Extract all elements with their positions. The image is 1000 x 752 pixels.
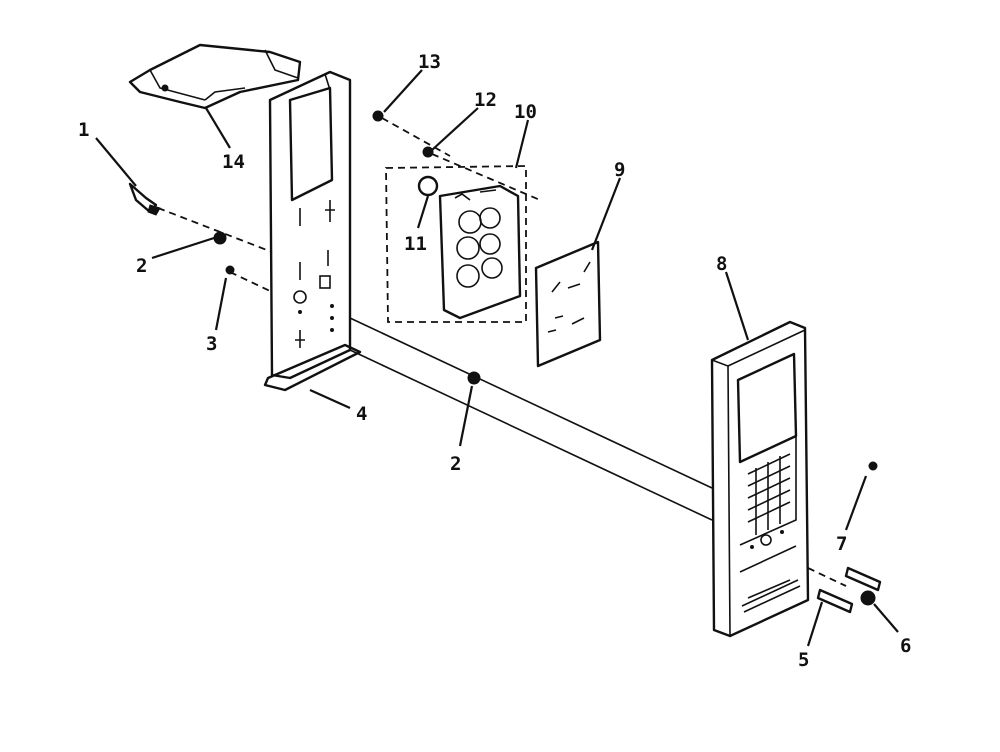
callout-6: 6 [900, 635, 911, 657]
callout-4: 4 [356, 403, 367, 425]
callout-5: 5 [798, 649, 809, 671]
part-5-pin [816, 566, 882, 614]
part-11-knob [417, 175, 439, 197]
part-10-control-board [385, 165, 527, 323]
part-8-front-panel [710, 320, 810, 638]
leader-lines [95, 69, 899, 647]
callout-7: 7 [836, 533, 847, 555]
callout-9: 9 [614, 159, 625, 181]
part-7-screw [868, 461, 878, 471]
part-2-nut-upper [213, 231, 227, 245]
callout-10: 10 [514, 101, 537, 123]
callout-2-upper: 2 [136, 255, 147, 277]
callout-2-lower: 2 [450, 453, 461, 475]
callout-13: 13 [418, 51, 441, 73]
callout-3: 3 [206, 333, 217, 355]
callout-12: 12 [474, 89, 497, 111]
callout-labels: 1 2 3 4 2 5 6 7 8 9 10 11 12 13 14 [78, 51, 911, 671]
part-9-panel-label [534, 240, 602, 368]
callout-11: 11 [404, 233, 427, 255]
part-13-screw [372, 110, 384, 122]
callout-14: 14 [222, 151, 245, 173]
part-6-nut [860, 590, 876, 606]
part-1-screw [128, 182, 161, 216]
assembly-lines [157, 117, 847, 587]
part-14-bracket [128, 43, 302, 110]
part-4-mounting-plate [263, 70, 362, 392]
part-12-screw [422, 146, 434, 158]
callout-8: 8 [716, 253, 727, 275]
callout-1: 1 [78, 119, 89, 141]
